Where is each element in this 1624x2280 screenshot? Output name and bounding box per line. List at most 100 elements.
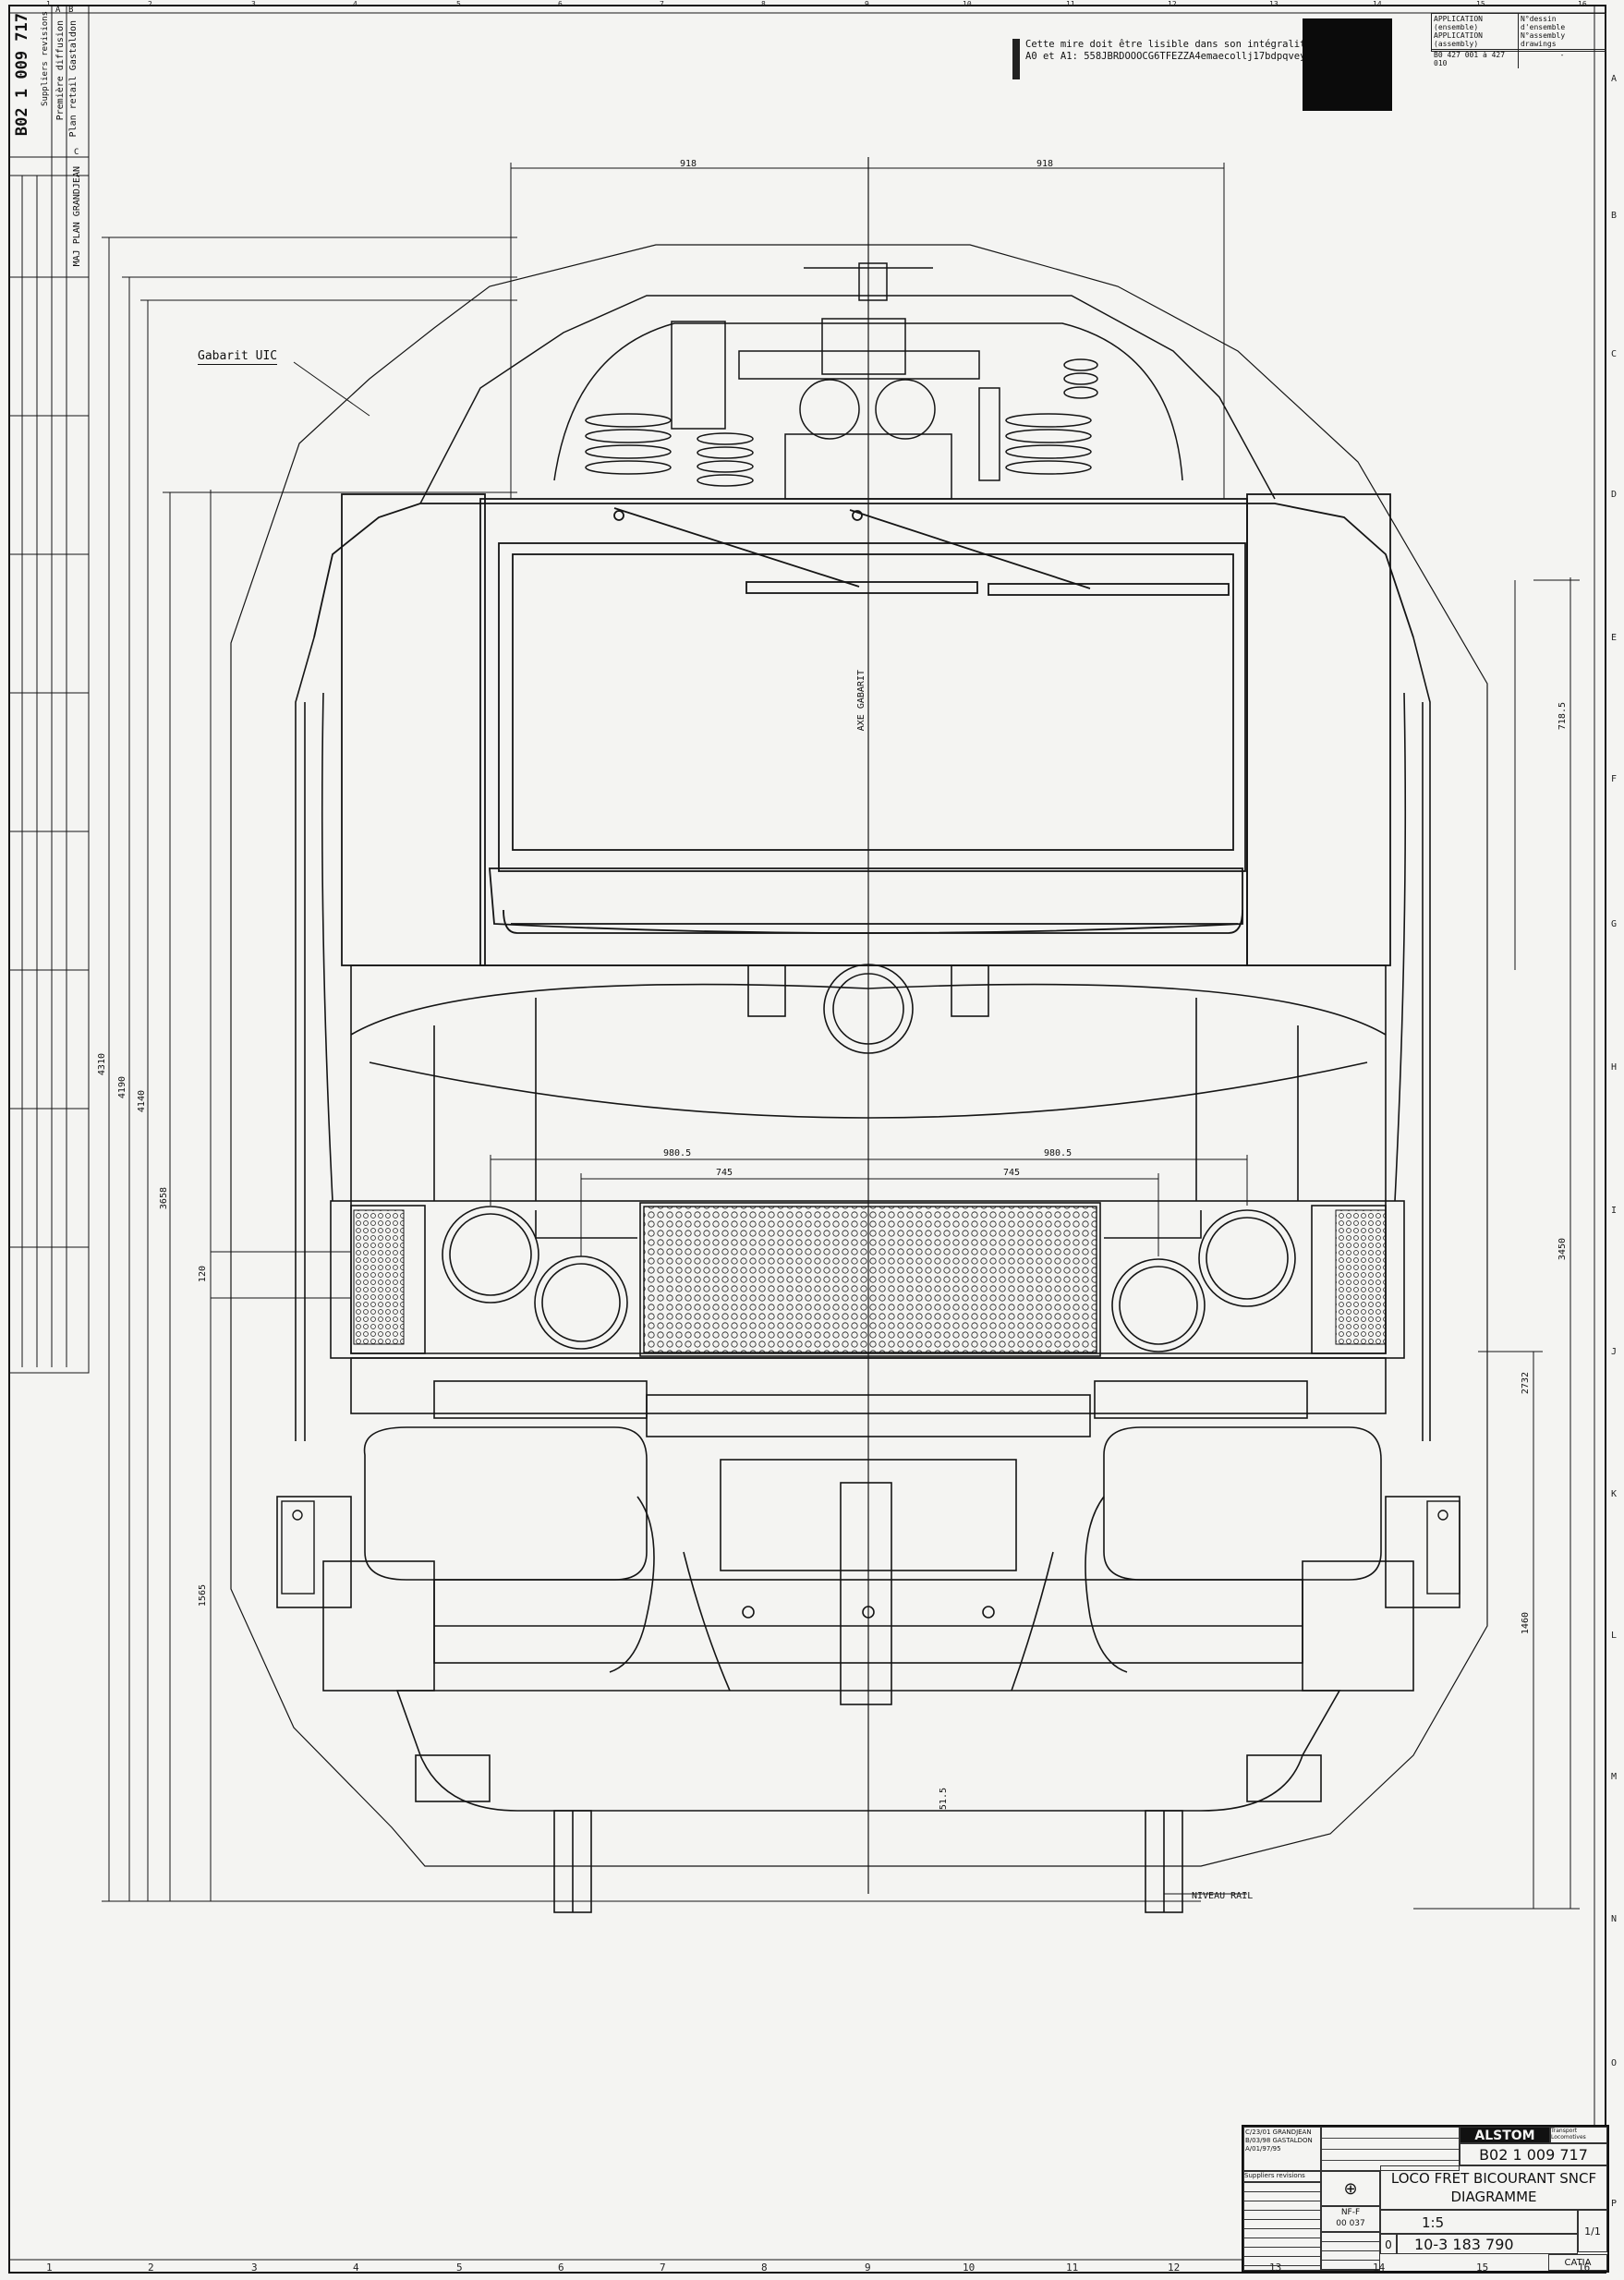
drawing-value: - — [1519, 49, 1606, 68]
border-right-n: N — [1611, 1914, 1618, 1924]
title-text: LOCO FRET BICOURANT SNCF DIAGRAMME — [1380, 2165, 1607, 2210]
dim-918-left: 918 — [680, 159, 697, 169]
border-right-i: I — [1611, 1206, 1618, 1216]
top-dimension-lines — [510, 163, 1225, 499]
border-top-11: 11 — [1066, 0, 1075, 8]
border-right-p: P — [1611, 2199, 1618, 2209]
sheet-frame — [8, 5, 1606, 2274]
border-bottom-8: 8 — [761, 2262, 768, 2274]
dim-2732: 2732 — [1521, 1372, 1531, 1395]
dim-980-left: 980.5 — [663, 1148, 692, 1158]
border-top-8: 8 — [761, 0, 766, 8]
dim-980-right: 980.5 — [1044, 1148, 1073, 1158]
application-box: APPLICATION (ensemble)APPLICATION (assem… — [1431, 13, 1606, 68]
title-bottom-grid — [1321, 2232, 1380, 2271]
niveau-rail-label: NIVEAU RAIL — [1192, 1891, 1254, 1901]
border-right-k: K — [1611, 1489, 1618, 1499]
border-bottom-1: 1 — [46, 2262, 53, 2274]
dim-918-right: 918 — [1036, 159, 1054, 169]
border-top-12: 12 — [1168, 0, 1177, 8]
revision-1-text: Première diffusion — [55, 20, 66, 121]
border-right-l: L — [1611, 1631, 1618, 1641]
title-scale-cell: 1:5 — [1380, 2210, 1578, 2234]
border-bottom-7: 7 — [660, 2262, 666, 2274]
border-right-j: J — [1611, 1347, 1618, 1357]
left-revision-strip — [8, 5, 90, 1374]
border-bottom-10: 10 — [963, 2262, 976, 2274]
border-top-3: 3 — [251, 0, 256, 8]
dim-745-right: 745 — [1003, 1168, 1021, 1178]
title-logo-cell: ⊕ — [1321, 2171, 1380, 2206]
border-bottom-15: 15 — [1476, 2262, 1489, 2274]
border-top-14: 14 — [1373, 0, 1382, 8]
border-top-16: 16 — [1578, 0, 1587, 8]
nf-cell: NF-F 00 037 — [1321, 2206, 1380, 2232]
front-grille — [643, 1206, 1097, 1353]
right-dimension-lines — [1413, 577, 1580, 1910]
skirt — [395, 1690, 1341, 1913]
border-bottom-16: 16 — [1578, 2262, 1591, 2274]
right-insulator — [1005, 358, 1098, 475]
side-handrails — [295, 637, 1431, 1441]
dim-3450: 3450 — [1557, 1238, 1568, 1261]
title-line1: LOCO FRET BICOURANT SNCF — [1390, 2170, 1597, 2187]
border-top-15: 15 — [1476, 0, 1485, 8]
border-top-1: 1 — [46, 0, 51, 8]
dim-1565: 1565 — [198, 1584, 208, 1607]
border-right-e: E — [1611, 633, 1618, 643]
border-bottom-3: 3 — [251, 2262, 258, 2274]
title-index-cell: 0 — [1380, 2234, 1397, 2254]
gabarit-leader — [293, 361, 370, 417]
border-bottom-12: 12 — [1168, 2262, 1181, 2274]
right-side-grille — [1335, 1209, 1387, 1345]
revision-grid — [1243, 2182, 1321, 2271]
border-top-10: 10 — [963, 0, 972, 8]
company-cell: Transport Locomotives — [1550, 2127, 1607, 2143]
revision-2-text: Plan retail Gastaldon — [68, 20, 79, 138]
revisions-header: Suppliers revisions — [41, 11, 50, 106]
dim-51: 51.5 — [939, 1788, 949, 1811]
dim-1460: 1460 — [1521, 1612, 1531, 1635]
border-bottom-5: 5 — [456, 2262, 463, 2274]
border-top-7: 7 — [660, 0, 664, 8]
border-top-13: 13 — [1269, 0, 1279, 8]
roof-equipment — [419, 262, 1276, 504]
border-right-a: A — [1611, 74, 1618, 84]
border-right-h: H — [1611, 1062, 1618, 1073]
left-insulator — [585, 413, 672, 475]
border-bottom-13: 13 — [1269, 2262, 1282, 2274]
border-bottom-4: 4 — [353, 2262, 359, 2274]
legibility-black-square — [1303, 18, 1392, 111]
wipers — [613, 507, 1230, 596]
border-top-6: 6 — [558, 0, 563, 8]
border-top-5: 5 — [456, 0, 461, 8]
supplier-revisions: Suppliers revisions — [1243, 2171, 1321, 2182]
brand-cell: ALSTOM — [1460, 2127, 1550, 2143]
dim-718: 718.5 — [1557, 702, 1568, 731]
title-cad-cell: CATIA — [1548, 2254, 1607, 2271]
signature-block — [1321, 2127, 1460, 2171]
left-inner-insulator — [697, 432, 754, 487]
title-sheet-fraction: 1/1 — [1578, 2210, 1607, 2252]
border-right-f: F — [1611, 774, 1618, 784]
title-sheet-ref: 10-3 183 790 — [1397, 2234, 1578, 2254]
left-side-grille — [353, 1209, 405, 1345]
border-top-4: 4 — [353, 0, 358, 8]
dim-4140: 4140 — [137, 1090, 147, 1113]
border-bottom-9: 9 — [865, 2262, 871, 2274]
revision-3-text: MAJ PLAN GRANDJEAN — [72, 166, 82, 267]
border-right-m: M — [1611, 1772, 1618, 1782]
border-right-d: D — [1611, 490, 1618, 500]
border-right-b: B — [1611, 211, 1618, 221]
title-block: C/23/01 GRANDJEAN B/03/98 GASTALDON A/01… — [1242, 2125, 1609, 2273]
gabarit-uic-label: Gabarit UIC — [198, 349, 278, 365]
border-bottom-6: 6 — [558, 2262, 564, 2274]
border-right-o: O — [1611, 2058, 1618, 2068]
cab-body — [313, 493, 1414, 966]
border-right-c: C — [1611, 349, 1618, 359]
uic-gauge-outline — [230, 244, 1488, 1867]
revision-3-index: C — [74, 148, 79, 157]
revision-history: C/23/01 GRANDJEAN B/03/98 GASTALDON A/01… — [1243, 2127, 1321, 2171]
dim-745-left: 745 — [716, 1168, 733, 1178]
